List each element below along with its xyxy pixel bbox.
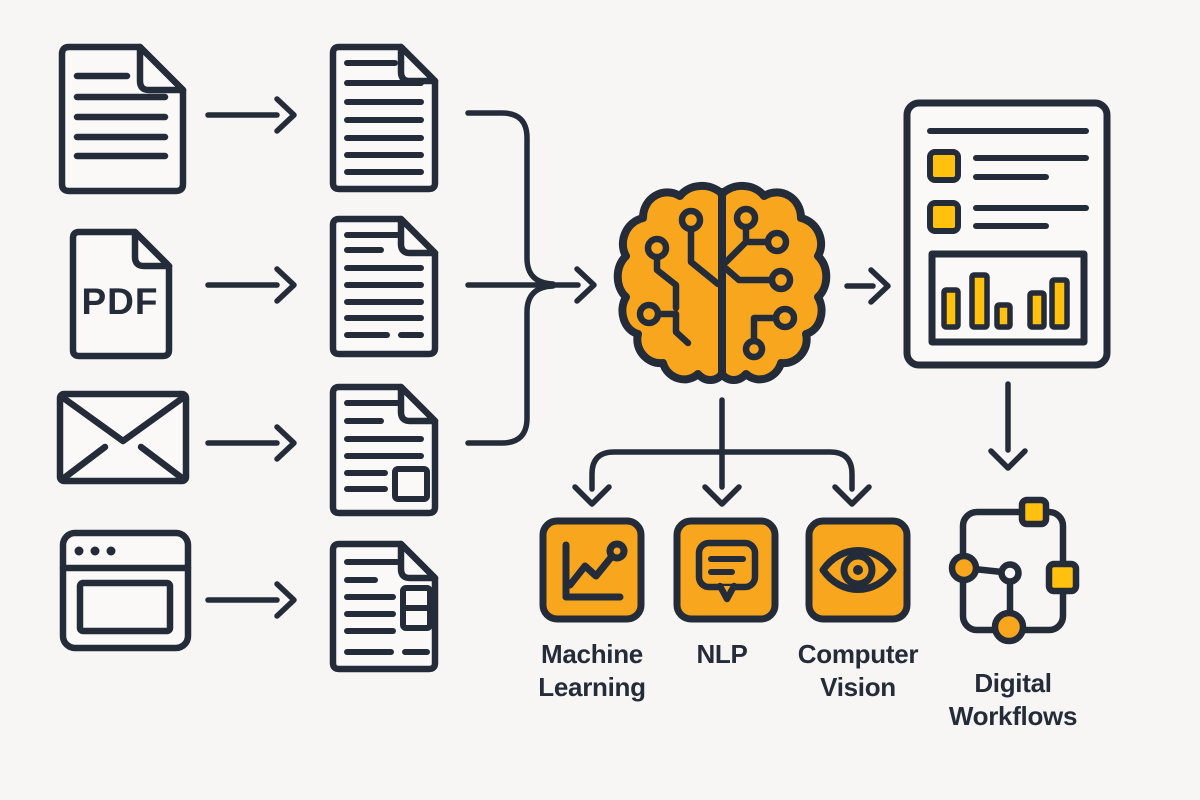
workflow-node-circle-left — [948, 552, 980, 584]
browser-dot — [74, 546, 84, 556]
computer-vision-label: Computer Vision — [797, 639, 919, 702]
workflow-node-square-top — [1018, 496, 1050, 528]
normalized-document-icon-3 — [329, 383, 439, 517]
machine-learning-label: Machine Learning — [538, 639, 646, 702]
pdf-label: PDF — [82, 281, 159, 322]
ai-circuit-brain-icon — [613, 182, 831, 384]
normalized-document-icon-2 — [329, 215, 439, 358]
trend-chart-icon — [539, 517, 645, 623]
branch-brain-to-capabilities — [572, 397, 872, 507]
normalized-document-icon-1 — [329, 43, 439, 193]
arrow-report-to-workflow — [988, 381, 1028, 471]
workflow-node-square-right — [1045, 560, 1080, 595]
workflow-node-circle-bottom — [991, 609, 1027, 645]
report-bullet-square — [927, 149, 961, 183]
digital-workflows-label: Digital Workflows — [948, 668, 1078, 731]
workflow-node-hollow — [998, 561, 1022, 585]
email-envelope-icon — [56, 390, 190, 485]
browser-dot — [90, 546, 100, 556]
pdf-document-icon: PDF — [69, 228, 173, 360]
speech-bubble-icon — [673, 517, 779, 623]
normalized-document-icon-4 — [329, 540, 439, 673]
workflow-nodes-icon — [948, 496, 1080, 645]
arrow-brain-to-report — [844, 267, 891, 305]
merge-connector-to-brain — [465, 110, 597, 446]
report-bullet-square — [927, 200, 961, 234]
report-bar-chart — [928, 250, 1088, 346]
browser-dot — [106, 546, 116, 556]
arrow-doc-to-normalized-1 — [205, 96, 297, 134]
text-document-icon — [58, 43, 187, 195]
arrow-email-to-normalized-3 — [205, 424, 297, 462]
report-document-icon — [903, 99, 1111, 369]
eye-icon — [805, 517, 911, 623]
web-browser-icon — [59, 529, 192, 652]
arrow-pdf-to-normalized-2 — [205, 266, 297, 304]
nlp-label: NLP — [696, 639, 748, 669]
arrow-web-to-normalized-4 — [205, 581, 297, 619]
